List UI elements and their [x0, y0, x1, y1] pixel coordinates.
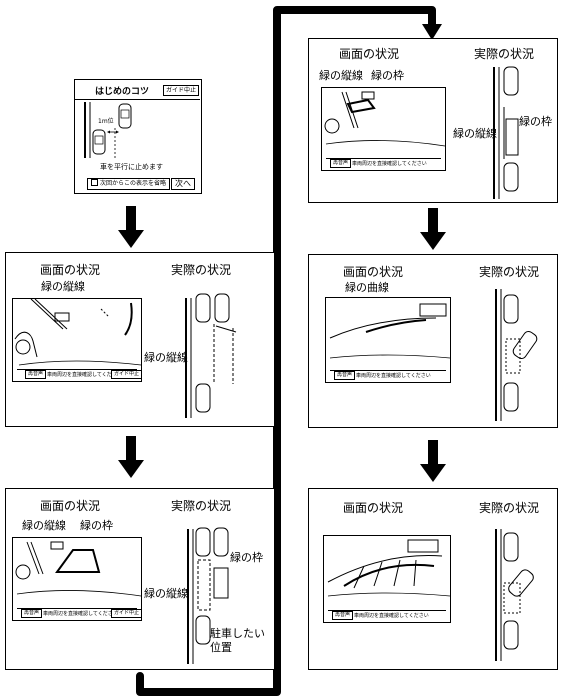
screen-heading: 画面の状況: [339, 47, 400, 61]
step-4-panel: 画面の状況 実際の状況 緑の曲線 再音声 車両周辺を直接確認してください: [308, 254, 558, 428]
title-divider: [75, 99, 200, 100]
camera-screen: 再音声 車両周辺を直接確認してください: [325, 297, 451, 383]
screen-frame-label: 緑の枠: [80, 519, 113, 532]
actual-situation: [495, 529, 534, 661]
camera-view: [324, 91, 446, 147]
intro-screen: はじめのコツ ガイド中止 1m位 車を平行に止めます 次回からこの表示を省略 次…: [74, 79, 202, 194]
screen-message-bar: [17, 369, 137, 378]
actual-situation: [495, 289, 538, 421]
screen-message: 車両周辺を直接確認してください: [47, 372, 122, 378]
actual-heading: 実際の状況: [479, 265, 540, 279]
speaker-button[interactable]: 再音声: [334, 371, 356, 380]
distance-label: 1m位: [98, 118, 114, 125]
arrow-down-icon: [118, 206, 144, 248]
camera-screen: 再音声 車両周辺を直接確認してください ガイド中止: [12, 298, 143, 382]
screen-message-bar: [328, 610, 446, 619]
camera-view: [327, 539, 451, 597]
actual-situation: [493, 66, 519, 199]
actual-heading: 実際の状況: [479, 501, 540, 515]
guide-stop-button[interactable]: ガイド中止: [163, 85, 200, 96]
intro-illustration: [84, 102, 132, 158]
actual-heading: 実際の状況: [474, 47, 535, 61]
camera-view: [14, 298, 142, 366]
actual-line-label: 緑の縦線: [144, 351, 188, 364]
speaker-button[interactable]: 再音声: [330, 159, 352, 168]
actual-line-label: 緑の縦線: [453, 127, 497, 140]
camera-view: [15, 541, 142, 597]
step-3-panel: 画面の状況 実際の状況 緑の縦線 緑の枠 再音声 車両周辺を直接確認してください…: [308, 38, 558, 203]
checkbox-icon[interactable]: [91, 179, 98, 186]
arrow-down-icon: [420, 440, 446, 482]
instruction-text: 車を平行に止めます: [100, 163, 163, 171]
camera-view: [329, 303, 451, 359]
speaker-button[interactable]: 再音声: [25, 370, 47, 379]
camera-screen: 再音声 車両周辺を直接確認してください: [323, 535, 451, 623]
speaker-button[interactable]: 再音声: [21, 609, 43, 618]
screen-message-bar: [17, 608, 137, 617]
speaker-button[interactable]: 再音声: [332, 611, 354, 620]
step-5-panel: 画面の状況 実際の状況 再音声 車両周辺を直接確認してください: [308, 488, 558, 670]
screen-message: 車両周辺を直接確認してください: [352, 161, 427, 167]
screen-line-label: 緑の縦線: [319, 69, 363, 82]
actual-situation: [187, 527, 229, 664]
actual-frame-label: 緑の枠: [519, 115, 552, 128]
screen-line-label: 緑の縦線: [22, 519, 66, 532]
step-1-panel: 画面の状況 実際の状況 緑の縦線 再音声 車両周辺を直接確認してください ガイド…: [5, 252, 275, 427]
arrow-down-icon: [420, 208, 446, 250]
screen-message-bar: [330, 370, 446, 379]
intro-title: はじめのコツ: [94, 87, 149, 97]
actual-situation: [185, 293, 237, 418]
screen-curve-label: 緑の曲線: [345, 281, 389, 294]
screen-message: 車両周辺を直接確認してください: [354, 613, 429, 619]
screen-frame-label: 緑の枠: [371, 69, 404, 82]
actual-line-label: 緑の縦線: [144, 587, 188, 600]
target-position-label: 駐車したい位置: [210, 627, 265, 654]
guide-stop-button[interactable]: ガイド中止: [111, 609, 143, 618]
camera-screen: 再音声 車両周辺を直接確認してください ガイド中止: [12, 537, 143, 621]
step-2-panel: 画面の状況 実際の状況 緑の縦線 緑の枠 再音声 車両周辺を直接確認してください…: [5, 488, 275, 670]
skip-checkbox-label: 次回からこの表示を省略: [100, 180, 167, 187]
screen-line-label: 緑の縦線: [41, 280, 85, 293]
next-button[interactable]: 次へ: [171, 178, 195, 190]
screen-heading: 画面の状況: [40, 499, 101, 513]
actual-heading: 実際の状況: [171, 499, 232, 513]
screen-heading: 画面の状況: [343, 501, 404, 515]
actual-heading: 実際の状況: [171, 263, 232, 277]
screen-heading: 画面の状況: [343, 265, 404, 279]
screen-heading: 画面の状況: [40, 263, 101, 277]
actual-frame-label: 緑の枠: [230, 551, 263, 564]
screen-message: 車両周辺を直接確認してください: [356, 373, 431, 379]
guide-stop-button[interactable]: ガイド中止: [111, 370, 143, 379]
skip-checkbox[interactable]: 次回からこの表示を省略: [87, 178, 171, 190]
arrow-down-icon: [118, 436, 144, 478]
screen-message: 車両周辺を直接確認してください: [43, 611, 118, 617]
screen-message-bar: [326, 158, 441, 167]
camera-screen: 再音声 車両周辺を直接確認してください: [321, 87, 446, 171]
